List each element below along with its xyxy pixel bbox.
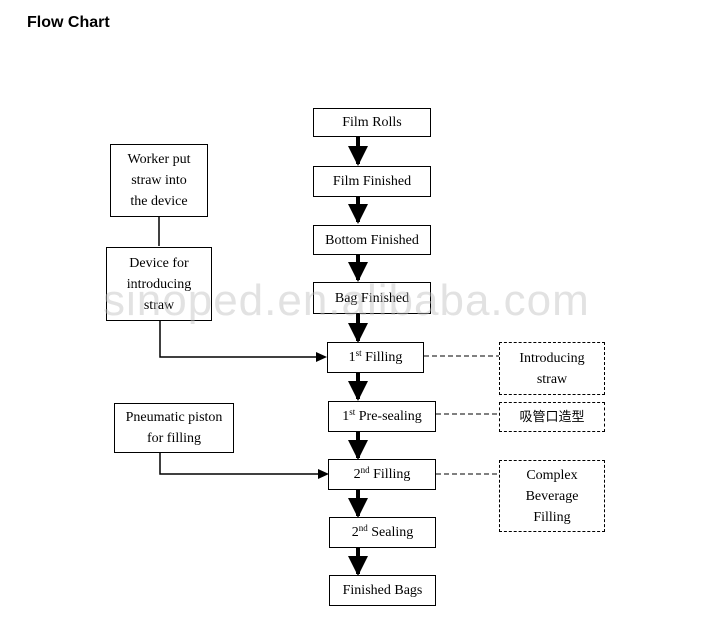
input-straw-device: Device for introducing straw	[106, 247, 212, 321]
step-first-presealing: 1st Pre-sealing	[328, 401, 436, 432]
note-straw-shaping: 吸管口造型	[499, 402, 605, 432]
page-title: Flow Chart	[27, 14, 110, 31]
step-label: Finished Bags	[342, 583, 423, 598]
input-label: Pneumatic piston for filling	[125, 410, 223, 446]
step-label: Film Finished	[332, 174, 412, 189]
connector-device-to-first-filling	[159, 321, 320, 358]
step-film-rolls: Film Rolls	[313, 108, 431, 137]
input-label: Device for introducing straw	[126, 255, 192, 313]
step-label: 2nd Sealing	[351, 523, 414, 541]
step-second-sealing: 2nd Sealing	[329, 517, 436, 548]
input-label: Worker put straw into the device	[127, 152, 191, 209]
step-label: 2nd Filling	[353, 465, 411, 483]
arrowhead-piston	[318, 469, 329, 479]
arrowhead-device	[316, 352, 327, 362]
step-label: Bottom Finished	[325, 232, 419, 248]
step-bag-finished: Bag Finished	[313, 282, 431, 314]
input-pneumatic-piston: Pneumatic piston for filling	[114, 403, 234, 453]
step-label: 1st Filling	[348, 348, 403, 366]
step-second-filling: 2nd Filling	[328, 459, 436, 490]
note-label: Introducing straw	[519, 350, 585, 387]
step-bottom-finished: Bottom Finished	[313, 225, 431, 255]
step-first-filling: 1st Filling	[327, 342, 424, 373]
connector-piston-to-second-filling	[159, 453, 322, 475]
input-worker: Worker put straw into the device	[110, 144, 208, 217]
step-film-finished: Film Finished	[313, 166, 431, 197]
step-finished-bags: Finished Bags	[329, 575, 436, 606]
step-label: 1st Pre-sealing	[342, 407, 422, 425]
step-label: Bag Finished	[334, 290, 410, 306]
note-introducing-straw: Introducing straw	[499, 342, 605, 395]
note-label: Complex Beverage Filling	[525, 467, 579, 525]
step-label: Film Rolls	[342, 115, 402, 130]
note-complex-filling: Complex Beverage Filling	[499, 460, 605, 532]
note-label: 吸管口造型	[519, 409, 585, 425]
